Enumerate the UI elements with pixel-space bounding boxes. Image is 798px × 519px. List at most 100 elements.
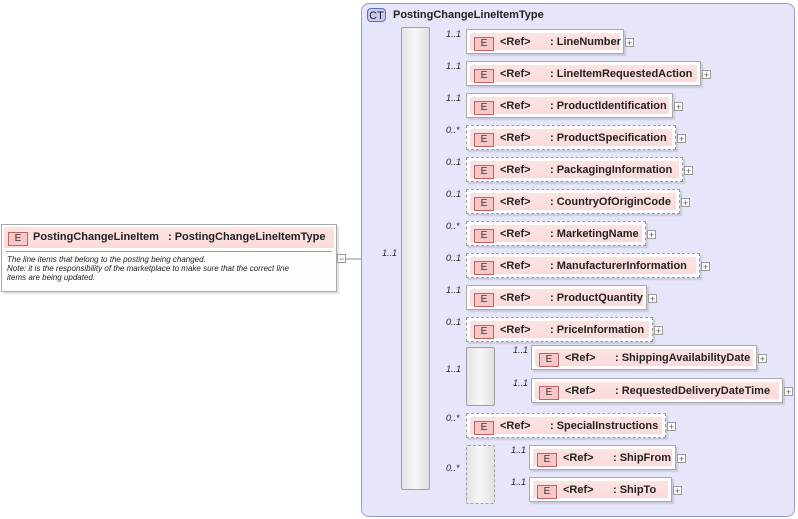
element-ref-fill: [470, 289, 643, 306]
element-badge: E: [474, 165, 494, 179]
element-ref-name: : ManufacturerInformation: [550, 260, 687, 272]
expand-toggle[interactable]: +: [677, 454, 686, 464]
element-ref-tag: <Ref>: [500, 292, 531, 304]
element-ref-box[interactable]: E <Ref> : PriceInformation: [466, 317, 653, 342]
item-multiplicity: 1..1: [511, 477, 527, 487]
expand-toggle[interactable]: +: [758, 354, 767, 364]
element-ref-box[interactable]: E<Ref>: ProductIdentification: [466, 93, 673, 118]
element-ref-box[interactable]: E <Ref> : RequestedDeliveryDateTime: [531, 378, 783, 403]
element-ref-tag: <Ref>: [565, 385, 596, 397]
item-multiplicity: 0..*: [446, 125, 460, 135]
element-ref-tag: <Ref>: [500, 100, 531, 112]
element-ref-box[interactable]: E <Ref> : CountryOfOriginCode: [466, 189, 680, 214]
root-element-type: : PostingChangeLineItemType: [167, 231, 326, 243]
element-ref-box[interactable]: E<Ref>: ProductQuantity: [466, 285, 647, 310]
element-badge: E: [474, 325, 494, 339]
element-badge: E: [474, 69, 494, 83]
element-ref-fill: [470, 321, 649, 338]
sequence-multiplicity: 1..1: [446, 364, 462, 374]
element-ref-box[interactable]: E <Ref> : ShipTo: [529, 477, 672, 502]
main-sequence-bar[interactable]: [401, 27, 430, 490]
element-ref-box[interactable]: E<Ref>: ManufacturerInformation: [466, 253, 700, 278]
element-ref-fill: [470, 225, 642, 242]
element-badge: E: [474, 293, 494, 307]
expand-toggle[interactable]: +: [654, 326, 663, 336]
element-ref-tag: <Ref>: [500, 260, 531, 272]
element-ref-box[interactable]: E<Ref>: SpecialInstructions: [466, 413, 666, 438]
element-ref-name: : ShipTo: [613, 484, 657, 496]
element-ref-fill: [470, 193, 676, 210]
item-multiplicity: 0..*: [446, 221, 460, 231]
item-multiplicity: 0..1: [446, 157, 462, 167]
element-ref-box[interactable]: E<Ref>: MarketingName: [466, 221, 646, 246]
expand-toggle[interactable]: +: [677, 134, 686, 144]
sequence-multiplicity: 0..*: [446, 463, 460, 473]
item-multiplicity: 1..1: [446, 93, 462, 103]
element-badge: E: [539, 353, 559, 367]
item-multiplicity: 1..1: [446, 29, 462, 39]
element-ref-name: : RequestedDeliveryDateTime: [615, 385, 771, 397]
element-ref-box[interactable]: E <Ref> : ShippingAvailabilityDate: [531, 345, 757, 370]
expand-toggle[interactable]: +: [673, 486, 682, 496]
element-ref-fill: [470, 417, 662, 434]
expand-toggle[interactable]: +: [674, 102, 683, 112]
collapse-toggle[interactable]: −: [337, 254, 346, 264]
element-ref-fill: [470, 65, 697, 82]
expand-toggle[interactable]: +: [701, 262, 710, 272]
root-element[interactable]: E PostingChangeLineItem : PostingChangeL…: [1, 224, 337, 292]
item-multiplicity: 0..1: [446, 317, 462, 327]
element-ref-box[interactable]: E<Ref>: LineNumber: [466, 29, 624, 54]
root-element-separator: [6, 251, 332, 252]
complex-type-name: PostingChangeLineItemType: [393, 9, 544, 21]
element-ref-fill: [535, 382, 779, 399]
expand-toggle[interactable]: +: [647, 230, 656, 240]
root-element-name: PostingChangeLineItem : PostingChangeLin…: [33, 231, 325, 244]
element-ref-fill: [533, 449, 672, 466]
item-multiplicity: 1..1: [513, 345, 529, 355]
expand-toggle[interactable]: +: [684, 166, 693, 176]
element-badge: E: [537, 485, 557, 499]
element-badge: E: [474, 37, 494, 51]
element-ref-fill: [470, 129, 672, 146]
element-badge: E: [539, 386, 559, 400]
root-element-label: PostingChangeLineItem: [33, 231, 159, 243]
expand-toggle[interactable]: +: [648, 294, 657, 304]
sequence-1-bar[interactable]: [466, 347, 495, 406]
element-ref-fill: [470, 33, 620, 50]
element-badge: E: [537, 453, 557, 467]
element-badge: E: [474, 197, 494, 211]
element-ref-box[interactable]: E<Ref>: ShipFrom: [529, 445, 676, 470]
element-ref-name: : ShippingAvailabilityDate: [615, 352, 751, 364]
root-multiplicity: 1..1: [382, 248, 398, 258]
element-ref-name: : ShipFrom: [613, 452, 672, 464]
element-ref-box[interactable]: E<Ref>: ProductSpecification: [466, 125, 676, 150]
element-ref-name: : ProductSpecification: [550, 132, 667, 144]
element-ref-tag: <Ref>: [500, 196, 531, 208]
element-ref-tag: <Ref>: [565, 352, 596, 364]
expand-toggle[interactable]: +: [681, 198, 690, 208]
element-ref-tag: <Ref>: [500, 132, 531, 144]
expand-toggle[interactable]: +: [702, 70, 711, 80]
item-multiplicity: 1..1: [513, 378, 529, 388]
element-ref-tag: <Ref>: [563, 484, 594, 496]
element-ref-name: : SpecialInstructions: [550, 420, 659, 432]
expand-toggle[interactable]: +: [625, 38, 634, 48]
element-ref-box[interactable]: E<Ref>: LineItemRequestedAction: [466, 61, 701, 86]
element-ref-tag: <Ref>: [500, 420, 531, 432]
element-ref-name: : LineItemRequestedAction: [550, 68, 693, 80]
element-ref-box[interactable]: E<Ref>: PackagingInformation: [466, 157, 683, 182]
element-ref-name: : PriceInformation: [550, 324, 645, 336]
element-ref-tag: <Ref>: [500, 324, 531, 336]
element-ref-fill: [470, 161, 679, 178]
sequence-2-bar[interactable]: [466, 445, 495, 504]
element-badge: E: [474, 101, 494, 115]
root-doc-line: items are being updated.: [7, 273, 96, 282]
element-ref-fill: [470, 97, 669, 114]
expand-toggle[interactable]: +: [667, 422, 676, 432]
item-multiplicity: 1..1: [446, 61, 462, 71]
expand-toggle[interactable]: +: [784, 387, 793, 397]
root-element-header: [4, 227, 334, 248]
element-ref-name: : CountryOfOriginCode: [550, 196, 671, 208]
element-ref-name: : LineNumber: [550, 36, 621, 48]
